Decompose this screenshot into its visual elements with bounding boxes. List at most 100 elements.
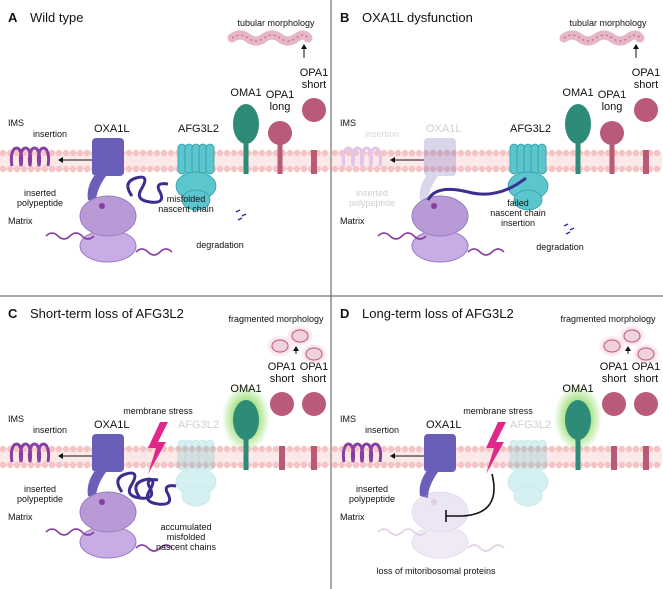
lipid-head (286, 445, 294, 453)
lipid-head (373, 165, 381, 173)
mitoribosome (377, 491, 505, 559)
opa1-form-label: short (270, 373, 294, 385)
arrowhead (58, 453, 63, 459)
insertion-label: insertion (365, 425, 399, 435)
lipid-head (76, 445, 84, 453)
oma1 (554, 384, 602, 470)
oma1-label: OMA1 (562, 87, 593, 99)
afg3l2-subunit (530, 439, 540, 471)
oxa1l-body (424, 138, 456, 176)
lipid-head (555, 165, 563, 173)
insertion-failed-label: insertion (501, 218, 535, 228)
afg3l2-subunit (516, 439, 526, 471)
exit-tunnel (431, 499, 437, 505)
fragmented-mitochondrion (637, 347, 655, 361)
opa1-cleaved-remnant (643, 446, 649, 470)
panel-title: Short-term loss of AFG3L2 (30, 306, 184, 321)
lipid-head (265, 445, 273, 453)
afg3l2-subunit (184, 439, 194, 471)
lipid-head (464, 165, 472, 173)
lipid-head (188, 461, 196, 469)
lipid-head (457, 461, 465, 469)
lipid-head (401, 461, 409, 469)
lipid-head (429, 149, 437, 157)
lipid-head (174, 445, 182, 453)
lipid-head (541, 445, 549, 453)
oma1-label: OMA1 (230, 87, 261, 99)
ims-label: IMS (340, 414, 356, 424)
lipid-head (352, 461, 360, 469)
afg3l2-subunit (205, 439, 215, 471)
lipid-head (583, 165, 591, 173)
arrowhead (301, 44, 307, 49)
lipid-head (153, 149, 161, 157)
lipid-head (153, 165, 161, 173)
lipid-head (132, 445, 140, 453)
lipid-head (499, 165, 507, 173)
oxa1l-complex (419, 138, 456, 202)
opa1-transmembrane (277, 142, 283, 174)
lipid-head (597, 149, 605, 157)
lipid-head (583, 461, 591, 469)
lipid-head (464, 445, 472, 453)
lipid-head (632, 149, 640, 157)
lipid-head (541, 461, 549, 469)
lipid-head (216, 445, 224, 453)
arrowhead (625, 346, 631, 351)
lipid-head (251, 149, 259, 157)
mitoribosome (45, 195, 173, 263)
lipid-head (408, 149, 416, 157)
lipid-head (331, 165, 339, 173)
afg3l2-base (181, 485, 211, 507)
ribosome-small-subunit (79, 195, 137, 237)
inserted-label: inserted (24, 484, 56, 494)
accumulated-misfolded-chains (134, 477, 177, 506)
degradation-label: degradation (196, 240, 244, 250)
inserted-label: inserted (356, 484, 388, 494)
lipid-head (548, 149, 556, 157)
lipid-head (457, 149, 465, 157)
lipid-head (632, 461, 640, 469)
lipid-head (188, 445, 196, 453)
lipid-head (132, 149, 140, 157)
ribosome-large-subunit (411, 525, 469, 559)
lipid-head (415, 165, 423, 173)
oma1-stalk (575, 142, 581, 174)
lipid-head (27, 461, 35, 469)
lipid-head (321, 445, 329, 453)
lipid-head (153, 461, 161, 469)
fragmented-mitochondrion (291, 329, 309, 343)
lipid-head (345, 445, 353, 453)
fragmented-mitochondrion (271, 339, 289, 353)
lipid-head (394, 445, 402, 453)
oxa1l-body (424, 434, 456, 472)
ribosome-small-subunit (411, 195, 469, 237)
lipid-head (583, 149, 591, 157)
lipid-head (590, 445, 598, 453)
matrix-label: Matrix (8, 512, 33, 522)
lipid-head (331, 461, 339, 469)
oxa1l-complex (87, 434, 124, 498)
lipid-head (216, 461, 224, 469)
opa1-short (634, 392, 658, 416)
lipid-head (394, 165, 402, 173)
panel-letter: C (8, 306, 18, 321)
lipid-head (506, 445, 514, 453)
lipid-head (181, 445, 189, 453)
lipid-head (132, 461, 140, 469)
lipid-head (125, 149, 133, 157)
oxa1l-label: OXA1L (94, 419, 129, 431)
panel-letter: A (8, 10, 18, 25)
lipid-head (286, 149, 294, 157)
mrna (467, 248, 505, 256)
lipid-head (300, 149, 308, 157)
inhibition-arrow (446, 473, 495, 517)
lipid-head (160, 165, 168, 173)
exit-tunnel (431, 203, 437, 209)
lipid-head (345, 165, 353, 173)
lipid-head (436, 149, 444, 157)
lipid-head (387, 445, 395, 453)
panel-title: Long-term loss of AFG3L2 (362, 306, 514, 321)
lipid-head (230, 149, 238, 157)
lipid-head (380, 149, 388, 157)
